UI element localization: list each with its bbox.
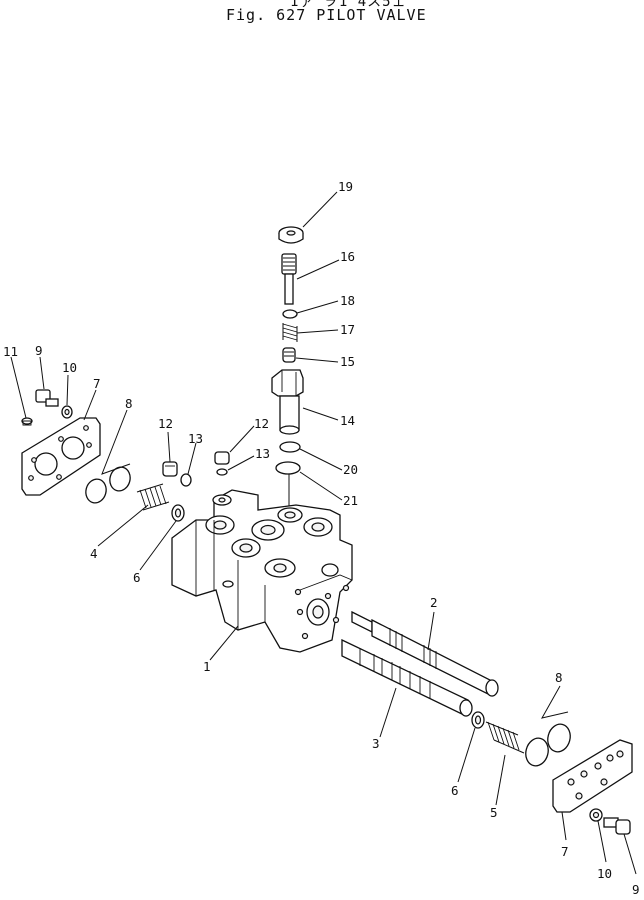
part-5-spring-right <box>485 721 525 754</box>
part-13-oring-left <box>180 473 192 487</box>
callout-17: 17 <box>340 322 355 337</box>
part-7-cover-right <box>552 739 633 813</box>
part-9-bolt-right <box>603 817 631 835</box>
callout-10-left: 10 <box>62 360 77 375</box>
callout-10-right: 10 <box>597 866 612 881</box>
part-4-spring-left <box>136 483 170 511</box>
callout-6-right: 6 <box>451 783 459 798</box>
part-18-oring <box>282 309 298 319</box>
part-9-bolt-left <box>35 389 59 407</box>
header-cut-text: 1ァ ヲ1 4ス5ェ <box>290 0 407 10</box>
part-3-spool <box>341 638 473 717</box>
callout-20: 20 <box>343 462 358 477</box>
callout-19: 19 <box>338 179 353 194</box>
callout-21: 21 <box>343 493 358 508</box>
part-7-cover-left <box>21 417 101 496</box>
callout-13-left: 13 <box>188 431 203 446</box>
part-12-plug-left <box>162 461 178 477</box>
part-15-plunger <box>282 347 296 363</box>
callout-1: 1 <box>203 659 211 674</box>
part-8-orings-right <box>525 723 571 767</box>
part-21-oring <box>275 461 301 475</box>
part-19-nut <box>278 226 304 244</box>
callout-7-right: 7 <box>561 844 569 859</box>
callout-5: 5 <box>490 805 498 820</box>
callout-7-left: 7 <box>93 376 101 391</box>
part-14-housing <box>271 369 304 435</box>
callout-13-center: 13 <box>255 446 270 461</box>
callout-8-left: 8 <box>125 396 133 411</box>
part-13-oring-center <box>216 468 228 476</box>
part-8-orings-left <box>85 466 131 504</box>
part-16-screw <box>281 253 297 305</box>
callout-labels: 19 16 18 17 15 14 20 21 12 12 13 13 11 9… <box>3 179 640 897</box>
leader-lines <box>10 191 637 875</box>
callout-16: 16 <box>340 249 355 264</box>
part-20-oring <box>279 441 301 453</box>
callout-11: 11 <box>3 344 18 359</box>
callout-6-left: 6 <box>133 570 141 585</box>
part-10-washer-left <box>61 405 73 419</box>
callout-12-center: 12 <box>254 416 269 431</box>
callout-4: 4 <box>90 546 98 561</box>
part-17-spring <box>282 323 298 342</box>
part-10-washer-right <box>589 808 603 822</box>
figure-title: Fig. 627 PILOT VALVE <box>226 6 427 24</box>
callout-3: 3 <box>372 736 380 751</box>
callout-9-left: 9 <box>35 343 43 358</box>
part-1-valve-body <box>171 489 353 653</box>
part-11-screw <box>21 417 33 426</box>
callout-15: 15 <box>340 354 355 369</box>
callout-8-right: 8 <box>555 670 563 685</box>
callout-9-right: 9 <box>632 882 640 897</box>
part-2-spool <box>351 610 499 697</box>
part-12-plug-center <box>214 451 230 465</box>
callout-14: 14 <box>340 413 355 428</box>
callout-12-left: 12 <box>158 416 173 431</box>
callout-2: 2 <box>430 595 438 610</box>
callout-18: 18 <box>340 293 355 308</box>
part-6-washer-left <box>171 504 185 522</box>
part-6-washer-right <box>471 711 485 729</box>
